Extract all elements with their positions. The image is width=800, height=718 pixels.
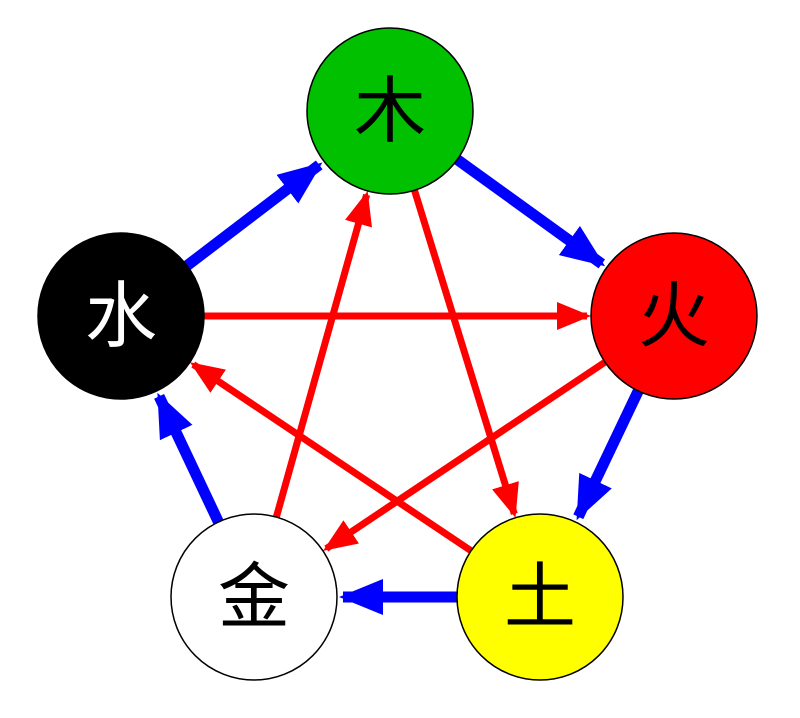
arrow-metal-to-water (154, 392, 225, 527)
arrow-water-to-wood (182, 160, 323, 272)
node-earth: 土 (456, 513, 624, 681)
arrow-wood-to-earth (410, 187, 519, 518)
node-water: 水 (37, 232, 205, 400)
node-wood: 木 (306, 27, 474, 195)
node-fire-circle (590, 232, 758, 400)
node-water-circle (37, 232, 205, 400)
node-wood-label: 木 (354, 69, 426, 153)
generating-cycle (154, 153, 645, 615)
node-water-label: 水 (85, 274, 157, 358)
arrow-fire-to-earth (573, 386, 645, 521)
node-earth-circle (456, 513, 624, 681)
node-fire: 火 (590, 232, 758, 400)
controlling-cycle (189, 187, 609, 555)
arrow-metal-to-wood (272, 190, 372, 520)
node-metal-label: 金 (218, 555, 290, 639)
node-metal: 金 (170, 513, 338, 681)
node-wood-circle (306, 27, 474, 195)
node-metal-circle (170, 513, 338, 681)
arrow-fire-to-metal (322, 358, 609, 552)
arrow-earth-to-water (189, 361, 475, 555)
arrow-wood-to-fire (452, 153, 606, 269)
node-earth-label: 土 (504, 555, 576, 639)
node-fire-label: 火 (638, 274, 710, 358)
